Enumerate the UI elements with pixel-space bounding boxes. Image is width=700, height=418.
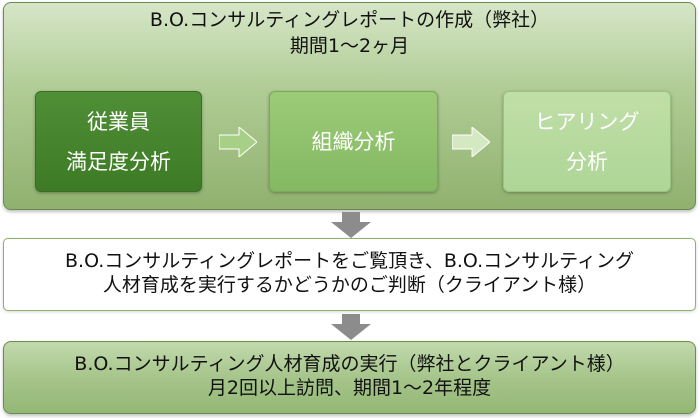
client-decision-line1: B.O.コンサルティングレポートをご覧頂き、B.O.コンサルティング <box>65 250 634 272</box>
training-execution-line2: 月2回以上訪問、期間1〜2年程度 <box>207 377 492 399</box>
step-employee-satisfaction-analysis: 従業員 満足度分析 <box>35 91 202 192</box>
report-creation-period: 期間1〜2ヶ月 <box>289 35 410 57</box>
step-label-line1: 従業員 <box>87 109 150 134</box>
step-organization-analysis: 組織分析 <box>269 91 438 192</box>
arrow-right-icon <box>219 127 257 157</box>
step-hearing-analysis: ヒアリング 分析 <box>503 91 671 192</box>
client-decision-line2: 人材育成を実行するかどうかのご判断（クライアント様） <box>102 274 597 296</box>
step-label-line2: 分析 <box>566 149 608 174</box>
step-label-line2: 満足度分析 <box>66 149 171 174</box>
training-execution-panel: B.O.コンサルティング人材育成の実行（弊社とクライアント様） 月2回以上訪問、… <box>3 341 696 414</box>
step-label-line1: 組織分析 <box>311 129 396 154</box>
arrow-down-icon <box>331 212 371 238</box>
client-decision-box: B.O.コンサルティングレポートをご覧頂き、B.O.コンサルティング 人材育成を… <box>3 238 696 311</box>
report-creation-panel: B.O.コンサルティングレポートの作成（弊社） 期間1〜2ヶ月 従業員 満足度分… <box>3 2 696 210</box>
arrow-down-icon <box>331 314 371 340</box>
training-execution-line1: B.O.コンサルティング人材育成の実行（弊社とクライアント様） <box>74 353 625 375</box>
arrow-right-icon <box>452 127 490 157</box>
step-label-line1: ヒアリング <box>534 109 640 134</box>
report-creation-title: B.O.コンサルティングレポートの作成（弊社） <box>149 9 550 31</box>
